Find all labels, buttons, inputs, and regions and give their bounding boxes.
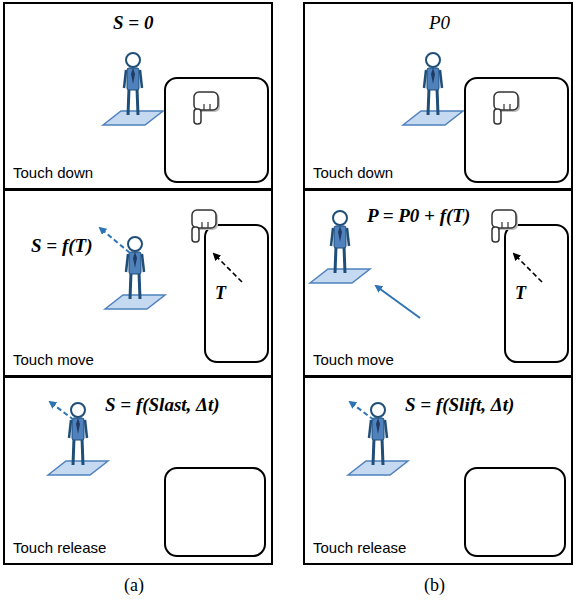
variable-label: T <box>515 283 526 304</box>
formula-text: S = f(Slift, Δt) <box>405 394 514 416</box>
panel-caption: Touch release <box>13 539 106 556</box>
formula-text: S = f(T) <box>31 235 92 257</box>
formula-text: S = 0 <box>113 12 153 34</box>
subfigure-label: (a) <box>124 575 144 596</box>
panel-box: S = f(Slift, Δt) Touch release <box>303 376 573 565</box>
panel-box: S = 0 Touch down <box>3 2 273 190</box>
panel-box: S = f(T) T Touch move <box>3 189 273 377</box>
subfigure-label: (b) <box>424 575 445 596</box>
panel-caption: Touch move <box>313 351 394 368</box>
panel-caption: Touch release <box>313 539 406 556</box>
variable-label: T <box>215 283 226 304</box>
panel-box: S = f(Slast, Δt) Touch release <box>3 376 273 565</box>
panel-caption: Touch move <box>13 351 94 368</box>
panel-box: P = P0 + f(T) T Touch move <box>303 189 573 377</box>
formula-text: P0 <box>429 12 450 34</box>
panel-caption: Touch down <box>13 164 93 181</box>
formula-text: S = f(Slast, Δt) <box>105 394 220 416</box>
panel-caption: Touch down <box>313 164 393 181</box>
panel-box: P0Touch down <box>303 2 573 190</box>
formula-text: P = P0 + f(T) <box>367 205 470 227</box>
